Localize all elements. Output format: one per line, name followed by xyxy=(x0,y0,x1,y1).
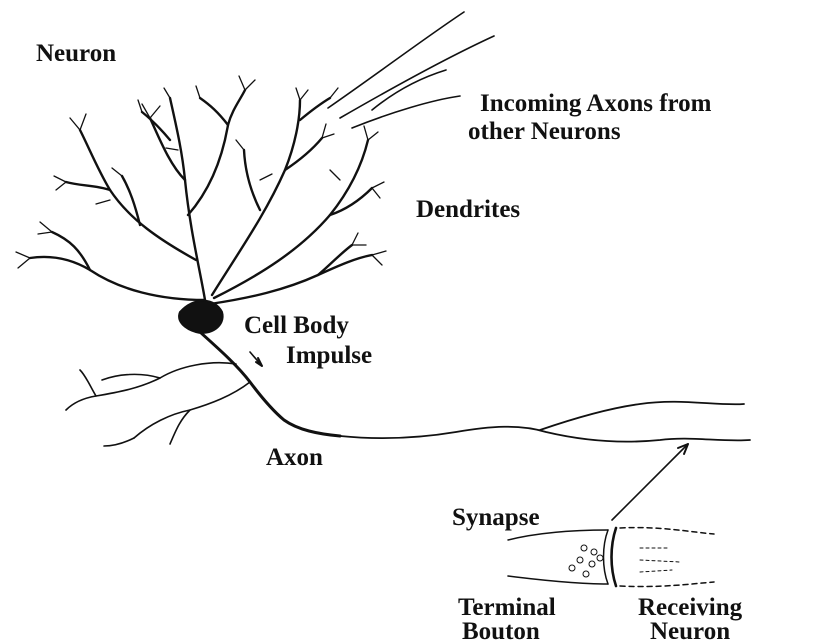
synapse-label: Synapse xyxy=(452,504,540,532)
synapse-inset xyxy=(508,528,714,587)
synapse-arrow xyxy=(612,444,688,520)
impulse-arrow xyxy=(250,352,262,366)
collateral-branches xyxy=(66,363,250,446)
dendrite-twigs xyxy=(16,76,386,268)
axon-terminal xyxy=(340,402,750,442)
receiving-neuron-label-line-2: Neuron xyxy=(650,618,730,644)
axon-label: Axon xyxy=(266,444,323,472)
terminal-bouton-label-line-2: Bouton xyxy=(462,618,540,644)
cell-body xyxy=(179,301,223,333)
incoming-axons-label-line-2: other Neurons xyxy=(468,118,621,146)
incoming-axons xyxy=(328,12,494,128)
diagram-title: Neuron xyxy=(36,40,116,68)
impulse-label: Impulse xyxy=(286,342,372,370)
dendrite-tree xyxy=(30,90,372,304)
dendrites-label: Dendrites xyxy=(416,196,520,224)
cell-body-label: Cell Body xyxy=(244,312,349,340)
synaptic-vesicles xyxy=(569,545,603,577)
incoming-axons-label-line-1: Incoming Axons from xyxy=(480,90,712,118)
